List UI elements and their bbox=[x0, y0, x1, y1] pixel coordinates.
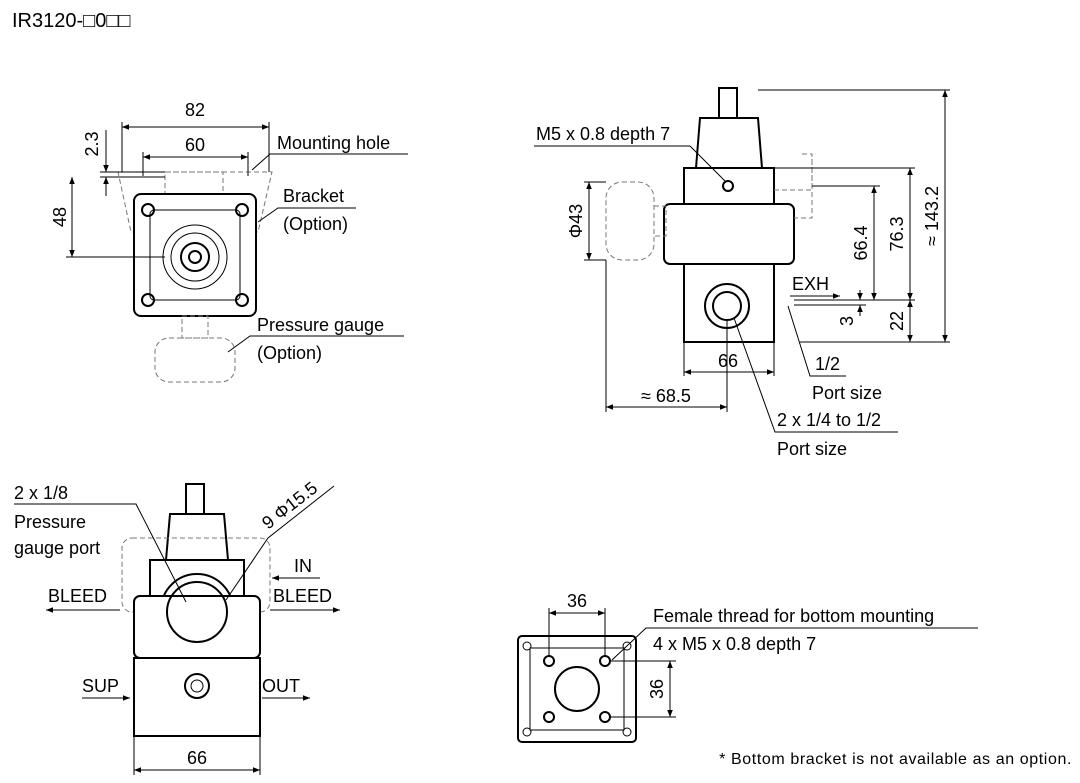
two-1-8-label: 2 x 1/8 bbox=[14, 483, 68, 503]
dim-back-66: 66 bbox=[187, 748, 207, 768]
bottom-body bbox=[517, 635, 637, 743]
adjust-stem bbox=[718, 87, 738, 119]
knob-ring bbox=[170, 232, 220, 282]
in-label: IN bbox=[294, 556, 312, 576]
port-size-label-2: Port size bbox=[777, 439, 847, 459]
pressure-gauge-label: Pressure gauge bbox=[257, 315, 384, 335]
bracket-leader bbox=[257, 207, 356, 223]
dim-68-5: ≈ 68.5 bbox=[641, 386, 691, 406]
body-inner-face bbox=[149, 209, 241, 301]
knob-center bbox=[188, 250, 202, 264]
out-label: OUT bbox=[262, 676, 300, 696]
gauge-stem bbox=[181, 315, 209, 339]
bottom-center-hole bbox=[554, 666, 600, 712]
two-port-leader bbox=[733, 317, 898, 433]
gauge-port-label: gauge port bbox=[14, 538, 100, 558]
female-thread-label: Female thread for bottom mounting bbox=[653, 606, 934, 626]
dim-2-3: 2.3 bbox=[82, 131, 102, 156]
bracket-outline bbox=[117, 171, 273, 233]
m5-4x-label: 4 x M5 x 0.8 depth 7 bbox=[653, 634, 816, 654]
mounting-hole-leader bbox=[251, 153, 408, 171]
back-mid-body bbox=[133, 595, 261, 659]
dim-60: 60 bbox=[185, 135, 205, 155]
pressure-gauge-outline bbox=[154, 337, 236, 383]
mid-body bbox=[663, 203, 795, 265]
dim-3: 3 bbox=[837, 316, 857, 326]
side-gauge-stem bbox=[653, 205, 667, 237]
back-gauge-face bbox=[166, 581, 228, 643]
pressure-gauge-option-label: (Option) bbox=[257, 343, 322, 363]
dim-side-66: 66 bbox=[718, 351, 738, 371]
port-size-label-1: Port size bbox=[812, 383, 882, 403]
regulator-body-front bbox=[133, 193, 257, 317]
back-port-inner bbox=[190, 679, 204, 693]
back-bracket bbox=[121, 537, 271, 613]
phi15-leader bbox=[225, 485, 335, 601]
m5-hole bbox=[722, 180, 734, 192]
upper-body bbox=[683, 167, 775, 205]
bracket-label: Bracket bbox=[283, 186, 344, 206]
two-port-label: 2 x 1/4 to 1/2 bbox=[777, 410, 881, 430]
side-gauge bbox=[605, 181, 655, 261]
side-view: M5 x 0.8 depth 7 Φ43 66.4 76.3 ≈ 143.2 2… bbox=[534, 87, 950, 459]
gauge-leader bbox=[227, 335, 404, 353]
dim-22: 22 bbox=[887, 311, 907, 331]
bottom-corner-screw bbox=[522, 727, 532, 737]
pressure-label: Pressure bbox=[14, 512, 86, 532]
sup-label: SUP bbox=[82, 676, 119, 696]
bottom-corner-screw bbox=[622, 727, 632, 737]
phi15-label: 9 Φ15.5 bbox=[258, 478, 321, 533]
bleed-right-label: BLEED bbox=[273, 586, 332, 606]
pressure-gauge-port-leader bbox=[14, 503, 187, 603]
half-port-leader bbox=[787, 305, 846, 377]
m5-leader bbox=[689, 145, 727, 183]
dim-bottom-36-side: 36 bbox=[647, 679, 667, 699]
screw-icon bbox=[141, 203, 155, 217]
footnote: * Bottom bracket is not available as an … bbox=[719, 751, 1072, 768]
dim-82: 82 bbox=[185, 100, 205, 120]
screw-icon bbox=[235, 203, 249, 217]
bottom-corner-screw bbox=[622, 641, 632, 651]
dim-143-2: ≈ 143.2 bbox=[922, 186, 942, 246]
bracket-option-label: (Option) bbox=[283, 214, 348, 234]
knob-inner bbox=[180, 242, 210, 272]
bottom-thread-hole bbox=[543, 711, 555, 723]
bonnet bbox=[694, 117, 764, 169]
dim-76-3: 76.3 bbox=[887, 216, 907, 251]
dim-phi43: Φ43 bbox=[566, 204, 586, 238]
lower-body bbox=[683, 263, 775, 343]
back-bonnet bbox=[164, 513, 230, 561]
m5-depth-label: M5 x 0.8 depth 7 bbox=[536, 124, 670, 144]
dim-66-4: 66.4 bbox=[851, 225, 871, 260]
back-stem bbox=[185, 483, 205, 515]
bottom-corner-screw bbox=[522, 641, 532, 651]
exh-label: EXH bbox=[792, 274, 829, 294]
bottom-view: 36 36 Female thread for bottom mounting … bbox=[517, 591, 978, 743]
bottom-inner bbox=[529, 647, 625, 731]
female-thread-leader bbox=[611, 627, 978, 661]
dim-48: 48 bbox=[50, 207, 70, 227]
dim-bottom-36-top: 36 bbox=[567, 591, 587, 611]
model-title: IR3120-□0□□ bbox=[12, 10, 131, 32]
bleed-left-label: BLEED bbox=[48, 586, 107, 606]
back-port bbox=[184, 673, 210, 699]
mounting-hole-label: Mounting hole bbox=[277, 133, 390, 153]
screw-icon bbox=[141, 293, 155, 307]
front-view: 82 60 2.3 48 Mounting hole Bracket (Opti… bbox=[50, 100, 408, 383]
back-view: 2 x 1/8 Pressure gauge port 9 Φ15.5 IN B… bbox=[14, 478, 340, 775]
half-inch-label: 1/2 bbox=[815, 354, 840, 374]
screw-icon bbox=[235, 293, 249, 307]
